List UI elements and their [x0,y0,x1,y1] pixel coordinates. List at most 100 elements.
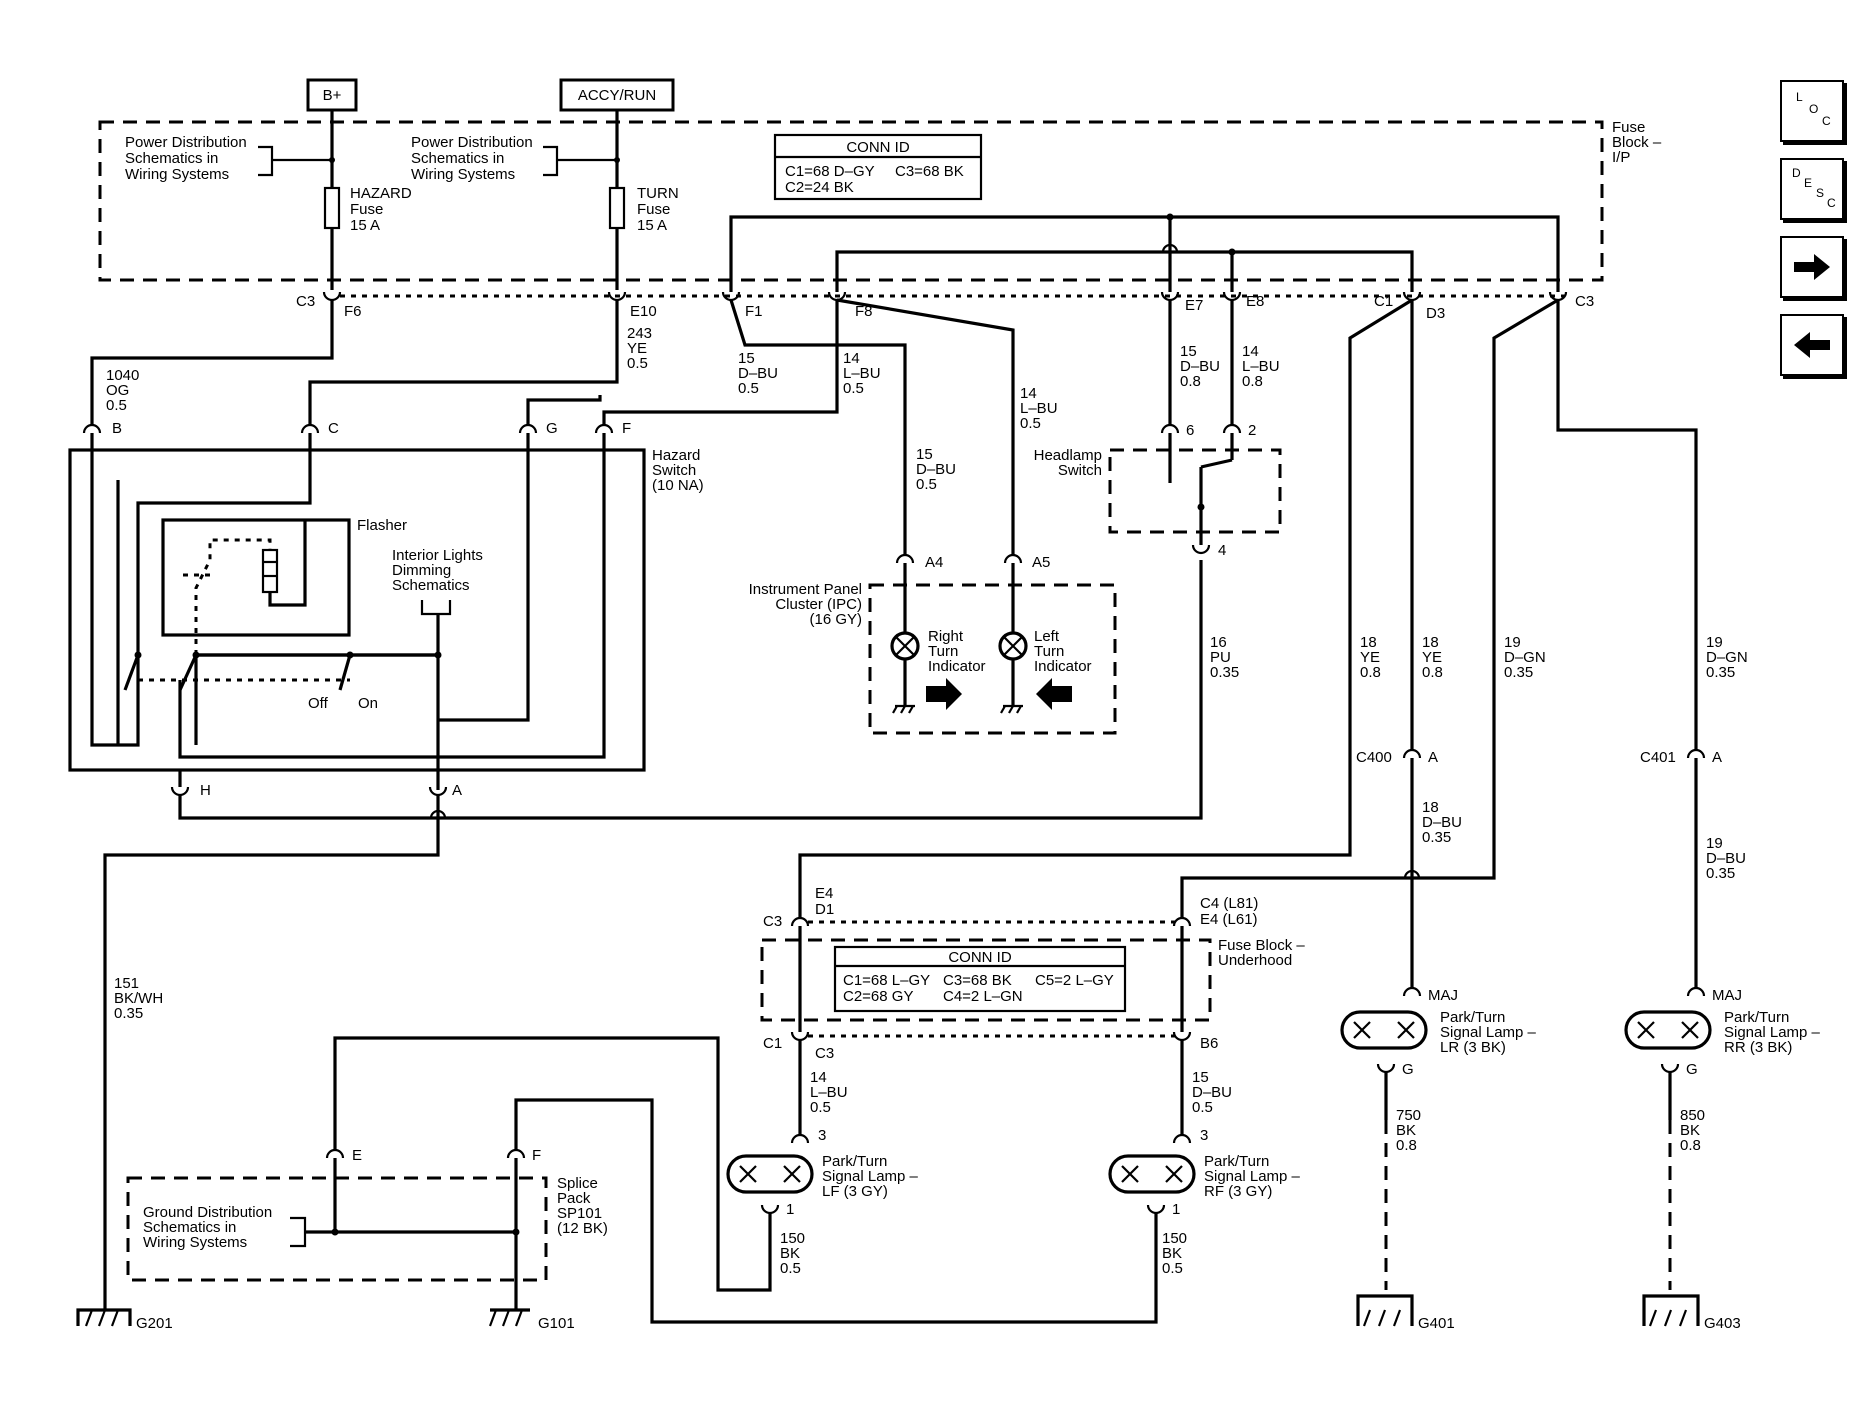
svg-text:RR (3 BK): RR (3 BK) [1724,1039,1792,1056]
svg-text:Turn: Turn [928,643,958,660]
ground-g101: G101 [488,1308,575,1332]
power-distribution-right: Power Distribution Schematics in Wiring … [411,134,617,183]
svg-text:C3: C3 [1575,293,1594,310]
previous-page-button[interactable] [1780,314,1844,376]
svg-text:ACCY/RUN: ACCY/RUN [578,87,656,104]
svg-text:Park/Turn: Park/Turn [1724,1009,1789,1026]
turn-fuse: TURN Fuse 15 A [608,110,679,290]
svg-text:F8: F8 [855,303,873,320]
svg-text:YE: YE [1360,649,1380,666]
svg-text:Signal Lamp –: Signal Lamp – [1204,1168,1301,1185]
svg-text:G201: G201 [136,1315,173,1332]
location-button[interactable]: L O C [1780,80,1844,142]
svg-text:A: A [1712,749,1722,766]
svg-text:Fuse: Fuse [637,201,670,218]
svg-text:Underhood: Underhood [1218,952,1292,969]
svg-text:Wiring Systems: Wiring Systems [125,166,229,183]
wire-labels-upper: 1040 OG 0.5 243 YE 0.5 15 D–BU 0.5 14 L–… [106,325,1748,681]
svg-text:Fuse: Fuse [350,201,383,218]
splice-pack-sp101: Splice Pack SP101 (12 BK) E F Ground Dis… [126,1147,608,1310]
svg-text:15 A: 15 A [637,217,667,234]
svg-text:D–BU: D–BU [738,365,778,382]
svg-text:CONN ID: CONN ID [948,949,1012,966]
svg-text:Wiring Systems: Wiring Systems [411,166,515,183]
svg-text:14: 14 [1020,385,1037,402]
svg-text:150: 150 [780,1230,805,1247]
svg-text:3: 3 [1200,1127,1208,1144]
svg-text:C2=24 BK: C2=24 BK [785,179,854,196]
svg-text:15: 15 [916,446,933,463]
description-button[interactable]: D E S C [1780,158,1844,220]
svg-text:C3: C3 [296,293,315,310]
svg-text:Instrument Panel: Instrument Panel [749,581,862,598]
hazard-fuse: HAZARD Fuse 15 A [323,110,412,290]
svg-text:3: 3 [818,1127,826,1144]
svg-text:L–BU: L–BU [810,1084,848,1101]
svg-text:C3: C3 [815,1045,834,1062]
svg-text:E7: E7 [1185,297,1203,314]
svg-text:A4: A4 [925,554,943,571]
svg-text:6: 6 [1186,422,1194,439]
svg-text:D–BU: D–BU [1180,358,1220,375]
svg-text:(16 GY): (16 GY) [809,611,862,628]
svg-text:0.8: 0.8 [1422,664,1443,681]
svg-text:C3=68 BK: C3=68 BK [895,163,964,180]
svg-text:D–BU: D–BU [1192,1084,1232,1101]
svg-text:Indicator: Indicator [928,658,986,675]
svg-text:Flasher: Flasher [357,517,407,534]
svg-text:18: 18 [1422,634,1439,651]
next-page-button[interactable] [1780,236,1844,298]
arrow-left-icon [1794,332,1830,358]
svg-text:0.35: 0.35 [1504,664,1533,681]
ground-icon [892,704,1023,714]
svg-text:Left: Left [1034,628,1060,645]
svg-text:MAJ: MAJ [1428,987,1458,1004]
arrow-right-icon [1794,254,1830,280]
svg-text:BK: BK [1162,1245,1182,1262]
svg-text:0.5: 0.5 [843,380,864,397]
svg-text:L–BU: L–BU [1242,358,1280,375]
svg-text:BK: BK [1396,1122,1416,1139]
svg-text:BK: BK [1680,1122,1700,1139]
svg-text:0.5: 0.5 [810,1099,831,1116]
svg-text:D–BU: D–BU [916,461,956,478]
svg-text:G: G [1686,1061,1698,1078]
svg-text:Schematics in: Schematics in [411,150,504,167]
right-turn-indicator-lamp-icon [890,631,920,661]
svg-text:14: 14 [810,1069,827,1086]
svg-text:1040: 1040 [106,367,139,384]
svg-text:C3: C3 [763,913,782,930]
ip-pin-labels: C3 F6 E10 F1 F8 E7 E8 C1 D3 C3 [296,293,1594,322]
svg-text:CONN ID: CONN ID [846,139,910,156]
svg-text:4: 4 [1218,542,1226,559]
svg-text:0.35: 0.35 [1422,829,1451,846]
loc-letter-o: O [1809,102,1819,116]
svg-text:(10 NA): (10 NA) [652,477,704,494]
svg-text:0.8: 0.8 [1680,1137,1701,1154]
svg-text:0.5: 0.5 [1192,1099,1213,1116]
svg-text:Pack: Pack [557,1190,591,1207]
accy-run-box: ACCY/RUN [559,78,675,112]
svg-text:G403: G403 [1704,1315,1741,1332]
svg-text:B+: B+ [323,87,342,104]
svg-text:1: 1 [1172,1201,1180,1218]
power-distribution-left: Power Distribution Schematics in Wiring … [125,134,332,183]
svg-text:Power Distribution: Power Distribution [125,134,247,151]
svg-text:LR (3 BK): LR (3 BK) [1440,1039,1506,1056]
conn-id-ip: CONN ID C1=68 D–GY C3=68 BK C2=24 BK [773,133,983,201]
wire-151-color: BK/WH [114,990,163,1007]
svg-text:C1: C1 [763,1035,782,1052]
fuse-block-ip-label: Fuse Block – I/P [1612,119,1662,166]
hazard-switch: Hazard Switch (10 NA) B C G F Flasher [68,420,704,1295]
rear-left-circuit: C400 A 18 D–BU 0.35 MAJ [1356,748,1462,1004]
svg-text:(12 BK): (12 BK) [557,1220,608,1237]
svg-text:Schematics in: Schematics in [125,150,218,167]
svg-text:150: 150 [1162,1230,1187,1247]
svg-text:B: B [112,420,122,437]
svg-text:0.35: 0.35 [1706,865,1735,882]
svg-text:TURN: TURN [637,185,679,202]
right-arrow-icon [926,678,962,710]
svg-text:850: 850 [1680,1107,1705,1124]
